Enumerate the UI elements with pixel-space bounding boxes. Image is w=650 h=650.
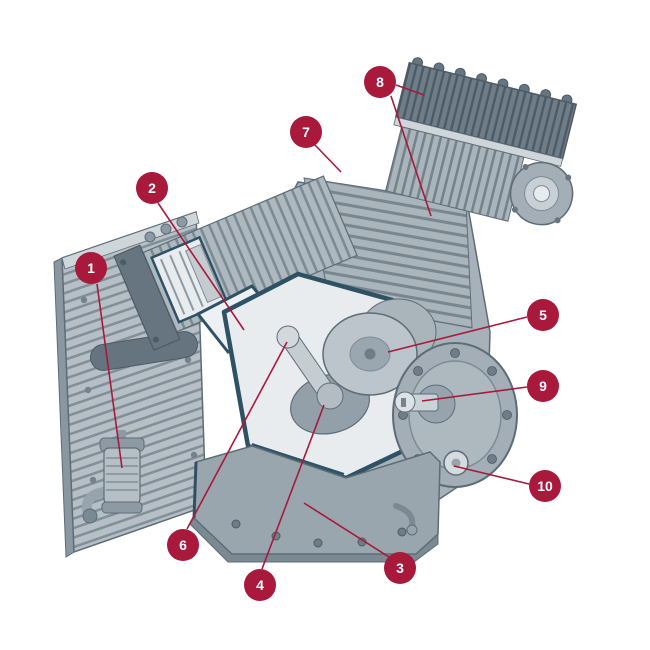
high-pressure-cylinder [385,57,578,226]
low-pressure-cylinder [113,175,358,351]
callout-2: 2 [136,172,168,204]
callout-5: 5 [527,299,559,331]
crankshaft-assembly [276,298,437,435]
drain-pipe [393,503,418,536]
air-filter-unit [81,430,145,524]
callout-9: 9 [527,370,559,402]
callout-10: 10 [529,470,561,502]
callout-8: 8 [364,66,396,98]
end-cover [392,342,518,488]
callout-3: 3 [384,552,416,584]
callout-7: 7 [290,116,322,148]
callout-6: 6 [167,529,199,561]
cylinder-head-cap [113,244,181,351]
piston [185,243,223,304]
callout-1: 1 [75,252,107,284]
callout-4: 4 [244,569,276,601]
leader-lines [96,84,530,570]
base-oil-pan [189,445,441,563]
